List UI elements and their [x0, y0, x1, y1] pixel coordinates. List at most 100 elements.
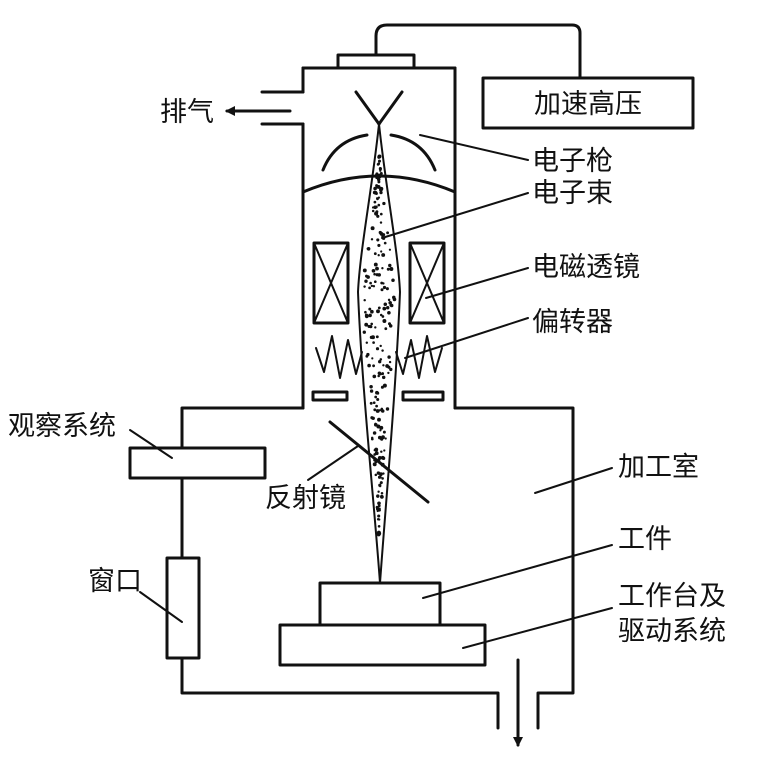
beam-particle: [374, 395, 378, 399]
beam-particle: [377, 273, 381, 277]
beam-particle: [379, 472, 383, 476]
beam-particle: [373, 190, 378, 195]
beam-particle: [381, 315, 385, 318]
beam-particle: [382, 285, 387, 290]
worktable-block: [278, 623, 487, 667]
beam-particle: [371, 268, 376, 273]
beam-particle: [376, 309, 380, 314]
beam-particle: [384, 327, 388, 331]
beam-particle: [369, 389, 374, 393]
high-voltage-cable: [374, 23, 582, 80]
label-workpiece: 工件: [618, 524, 672, 555]
beam-particle: [385, 407, 390, 411]
beam-particle: [379, 221, 383, 224]
beam-particle: [387, 311, 391, 315]
beam-particle: [382, 201, 386, 206]
beam-particle: [380, 281, 384, 285]
beam-particle: [364, 313, 369, 317]
beam-particle: [377, 524, 381, 528]
label-process-chamber: 加工室: [618, 452, 699, 483]
beam-particle: [379, 167, 382, 170]
beam-particle: [381, 456, 386, 461]
beam-particle: [369, 384, 373, 389]
label-electron-beam: 电子束: [532, 178, 613, 209]
beam-particle: [388, 263, 392, 268]
observation-system-box: [128, 446, 267, 480]
beam-particle: [386, 306, 390, 310]
leader-worktable: [462, 607, 613, 649]
beam-particle: [374, 326, 377, 329]
leader-window: [139, 591, 183, 623]
beam-particle: [370, 238, 374, 241]
beam-particle: [376, 238, 380, 242]
beam-particle: [364, 279, 368, 283]
beam-particle: [366, 352, 370, 357]
beam-particle: [377, 162, 381, 166]
beam-particle: [389, 267, 394, 271]
beam-particle: [372, 431, 377, 435]
beam-particle: [376, 509, 379, 513]
beam-particle: [375, 409, 380, 413]
beam-particle: [387, 298, 391, 302]
beam-particle: [377, 455, 382, 460]
beam-particle: [373, 200, 377, 204]
beam-particle: [377, 254, 380, 257]
beam-particle: [375, 347, 380, 351]
beam-particle: [376, 517, 380, 521]
beam-particle: [377, 435, 382, 440]
beam-particle: [392, 295, 396, 300]
beam-particle: [362, 268, 367, 273]
beam-particle: [379, 476, 382, 479]
beam-particle: [379, 344, 382, 348]
beam-particle: [378, 230, 382, 235]
beam-particle: [389, 303, 394, 308]
beam-particle: [365, 274, 368, 278]
leader-deflector: [404, 317, 529, 359]
beam-particle: [372, 462, 377, 467]
beam-particle: [382, 472, 385, 475]
leader-workpiece: [422, 544, 613, 599]
beam-particle: [363, 285, 366, 288]
beam-particle: [380, 450, 383, 453]
beam-particle: [371, 335, 375, 340]
beam-particle: [379, 190, 383, 195]
beam-particle: [380, 288, 384, 292]
beam-particle: [380, 494, 384, 498]
beam-particle: [385, 287, 389, 291]
beam-particle: [375, 266, 379, 271]
workpiece-block: [318, 581, 442, 627]
beam-particle: [380, 491, 384, 495]
beam-particle: [377, 180, 381, 184]
beam-particle: [375, 390, 379, 395]
window-box: [165, 556, 201, 660]
leader-chamber: [534, 467, 613, 494]
beam-particle: [368, 286, 371, 290]
beam-particle: [377, 417, 381, 422]
beam-particle: [366, 246, 371, 251]
label-observation-system: 观察系统: [8, 411, 116, 442]
beam-particle: [370, 284, 374, 288]
electron-beam-envelope: [357, 123, 401, 584]
label-exhaust: 排气: [160, 97, 214, 128]
beam-particle: [370, 226, 375, 231]
label-window: 窗口: [88, 566, 142, 597]
beam-particle: [377, 501, 381, 506]
beam-particle: [377, 243, 381, 247]
beam-particle: [373, 272, 376, 276]
beam-particle: [370, 309, 374, 314]
beam-particle: [367, 324, 371, 328]
aperture-plate-right: [401, 390, 445, 402]
beam-particle: [375, 174, 380, 179]
beam-particle: [376, 177, 381, 182]
beam-particle: [364, 310, 367, 314]
beam-particle: [381, 375, 386, 380]
beam-particle: [373, 252, 377, 256]
beam-particle: [379, 169, 382, 172]
leader-electron-gun: [419, 134, 529, 161]
beam-particle: [369, 281, 372, 285]
beam-particle: [373, 280, 377, 284]
beam-particle: [375, 335, 379, 339]
process-chamber-outline: [180, 406, 575, 730]
beam-particle: [377, 371, 382, 376]
